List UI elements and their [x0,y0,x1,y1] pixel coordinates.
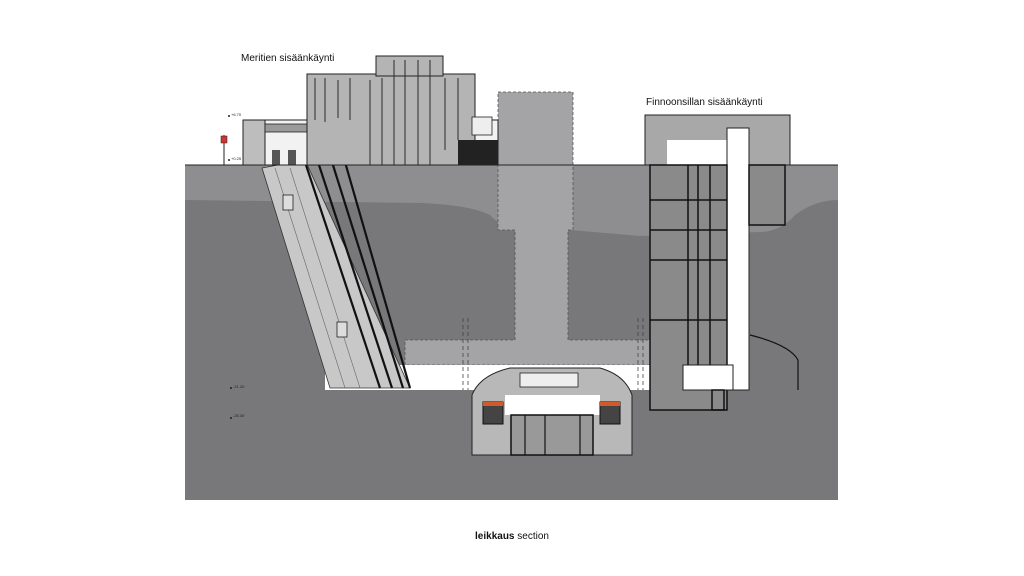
left-entrance-label: Meritien sisäänkäynti [241,53,335,64]
elevation-label: -25.30 [233,413,245,418]
escalators [303,161,412,389]
dashed-piles [462,318,644,390]
right-entrance-building [644,114,799,411]
right-entrance-label: Finnoonsillan sisäänkäynti [646,97,763,108]
elevator-cab [282,194,294,211]
elevation-label: +6.70 [231,112,242,117]
station-tunnel [471,367,633,456]
left-entrance-building [220,55,499,166]
caption-bold: leikkaus [475,531,515,542]
elevation-label: +0.25 [231,156,242,161]
elevation-label: -21.20 [233,384,245,389]
elevator-cab [336,321,348,338]
caption-normal: section [517,531,549,542]
caption: leikkaus section [0,531,1024,542]
